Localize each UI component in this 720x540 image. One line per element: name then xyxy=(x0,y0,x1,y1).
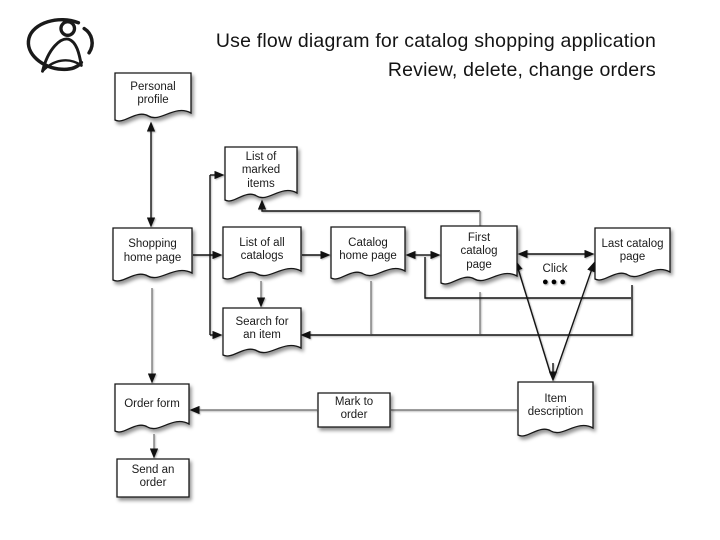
node-shape-list-of-marked-items xyxy=(224,146,298,202)
edge-first-to-marked-items xyxy=(257,199,480,212)
logo-swirl-left-icon xyxy=(26,18,84,72)
edge-last-to-search xyxy=(300,285,633,340)
title-line-1: Use flow diagram for catalog shopping ap… xyxy=(215,30,656,52)
nodes-layer xyxy=(112,72,671,498)
node-shape-send-an-order xyxy=(116,458,190,498)
node-shape-catalog-home-page xyxy=(330,226,406,280)
node-shape-last-catalog-page xyxy=(594,227,671,281)
logo-pen-stroke-icon xyxy=(41,59,83,73)
edges-layer xyxy=(146,121,633,459)
edge-loop-upper xyxy=(424,257,631,299)
logo-person-body-icon xyxy=(41,37,83,73)
edge-diag-first-item xyxy=(514,260,551,373)
node-shape-search-for-an-item xyxy=(222,307,302,357)
edge-diag-last-item xyxy=(555,261,596,373)
node-shape-personal-profile xyxy=(114,72,192,122)
node-shape-list-of-all-catalogs xyxy=(222,226,302,280)
node-shape-first-catalog-page xyxy=(440,225,518,285)
logo-person-head-icon xyxy=(59,20,77,37)
diagram-title: Use flow diagram for catalog shopping ap… xyxy=(216,27,656,84)
node-shape-order-form xyxy=(114,383,190,433)
node-shape-shopping-home-page xyxy=(112,227,193,282)
node-shape-item-description xyxy=(517,381,594,437)
title-line-2: Review, delete, change orders xyxy=(387,58,656,81)
logo-swirl-right-icon xyxy=(82,26,94,55)
organization-logo xyxy=(26,18,94,73)
node-shape-mark-to-order xyxy=(317,392,391,428)
